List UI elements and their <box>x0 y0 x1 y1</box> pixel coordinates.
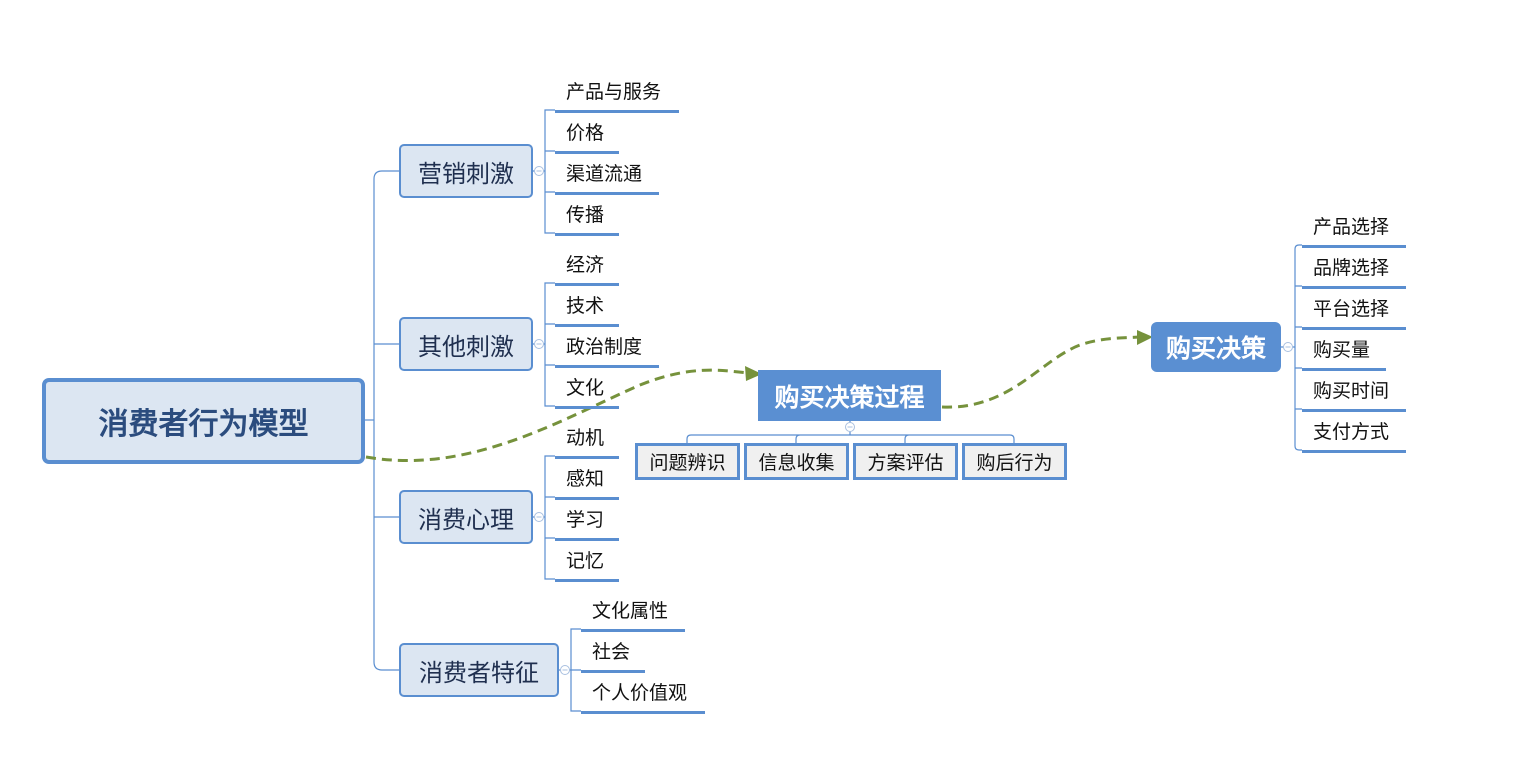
root-node[interactable]: 消费者行为模型 <box>42 378 365 464</box>
leaf-node[interactable]: 产品选择 <box>1302 207 1406 248</box>
leaf-node[interactable]: 记忆 <box>555 541 619 582</box>
leaf-node[interactable]: 平台选择 <box>1302 289 1406 330</box>
leaf-node[interactable]: 产品与服务 <box>555 72 679 113</box>
leaf-node[interactable]: 感知 <box>555 459 619 500</box>
process-step[interactable]: 问题辨识 <box>635 443 740 480</box>
leaf-node[interactable]: 文化属性 <box>581 591 685 632</box>
leaf-node[interactable]: 个人价值观 <box>581 673 705 714</box>
leaf-node[interactable]: 购买量 <box>1302 330 1386 371</box>
leaf-node[interactable]: 文化 <box>555 368 619 409</box>
leaf-node[interactable]: 技术 <box>555 286 619 327</box>
leaf-node[interactable]: 价格 <box>555 113 619 154</box>
process-step[interactable]: 方案评估 <box>853 443 958 480</box>
process-step[interactable]: 信息收集 <box>744 443 849 480</box>
leaf-node[interactable]: 经济 <box>555 245 619 286</box>
leaf-node[interactable]: 品牌选择 <box>1302 248 1406 289</box>
leaf-node[interactable]: 购买时间 <box>1302 371 1406 412</box>
leaf-node[interactable]: 支付方式 <box>1302 412 1406 453</box>
process-step[interactable]: 购后行为 <box>962 443 1067 480</box>
branch-consumer-psychology[interactable]: 消费心理 <box>399 490 533 544</box>
purchase-process-node[interactable]: 购买决策过程 <box>758 370 941 421</box>
leaf-node[interactable]: 社会 <box>581 632 645 673</box>
branch-marketing-stimulus[interactable]: 营销刺激 <box>399 144 533 198</box>
branch-consumer-traits[interactable]: 消费者特征 <box>399 643 559 697</box>
leaf-node[interactable]: 传播 <box>555 195 619 236</box>
branch-other-stimulus[interactable]: 其他刺激 <box>399 317 533 371</box>
leaf-node[interactable]: 渠道流通 <box>555 154 659 195</box>
leaf-node[interactable]: 政治制度 <box>555 327 659 368</box>
purchase-decision-node[interactable]: 购买决策 <box>1151 322 1281 372</box>
leaf-node[interactable]: 动机 <box>555 418 619 459</box>
flow-arrow-1 <box>365 368 749 462</box>
flow-arrow-2 <box>941 335 1141 409</box>
leaf-node[interactable]: 学习 <box>555 500 619 541</box>
